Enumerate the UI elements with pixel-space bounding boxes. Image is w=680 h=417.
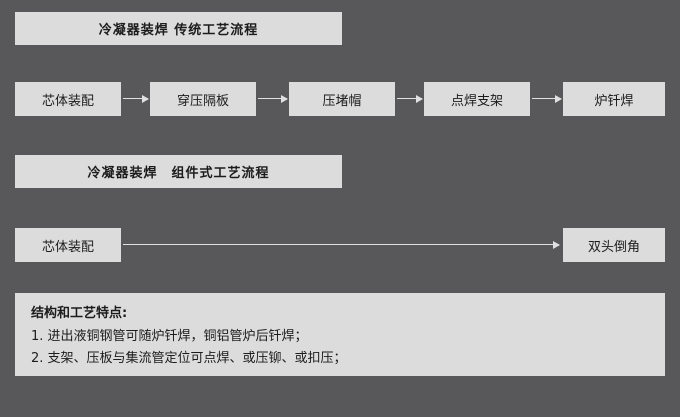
traditional-step-press-cap: 压堵帽 (289, 82, 395, 116)
arrow-right-icon (123, 94, 149, 103)
traditional-step-press-partition: 穿压隔板 (150, 82, 256, 116)
traditional-step-core-assembly: 芯体装配 (15, 82, 121, 116)
notes-line-2: 2. 支架、压板与集流管定位可点焊、或压铆、或扣压； (31, 351, 347, 367)
traditional-process-title: 冷凝器装焊 传统工艺流程 (15, 12, 342, 45)
notes-line-1: 1. 进出液铜钢管可随炉钎焊，铜铝管炉后钎焊； (31, 329, 308, 345)
modular-step-double-end-chamfer: 双头倒角 (563, 228, 665, 262)
traditional-step-furnace-brazing: 炉钎焊 (563, 82, 665, 116)
arrow-right-icon (258, 94, 288, 103)
arrow-right-icon (123, 240, 560, 249)
traditional-step-spot-weld-bracket: 点焊支架 (424, 82, 530, 116)
notes-heading: 结构和工艺特点: (31, 306, 128, 321)
arrow-right-icon (397, 94, 423, 103)
modular-step-core-assembly: 芯体装配 (15, 228, 121, 262)
notes-panel: 结构和工艺特点: 1. 进出液铜钢管可随炉钎焊，铜铝管炉后钎焊； 2. 支架、压… (15, 293, 665, 376)
modular-process-title: 冷凝器装焊 组件式工艺流程 (15, 155, 342, 188)
arrow-right-icon (532, 94, 562, 103)
